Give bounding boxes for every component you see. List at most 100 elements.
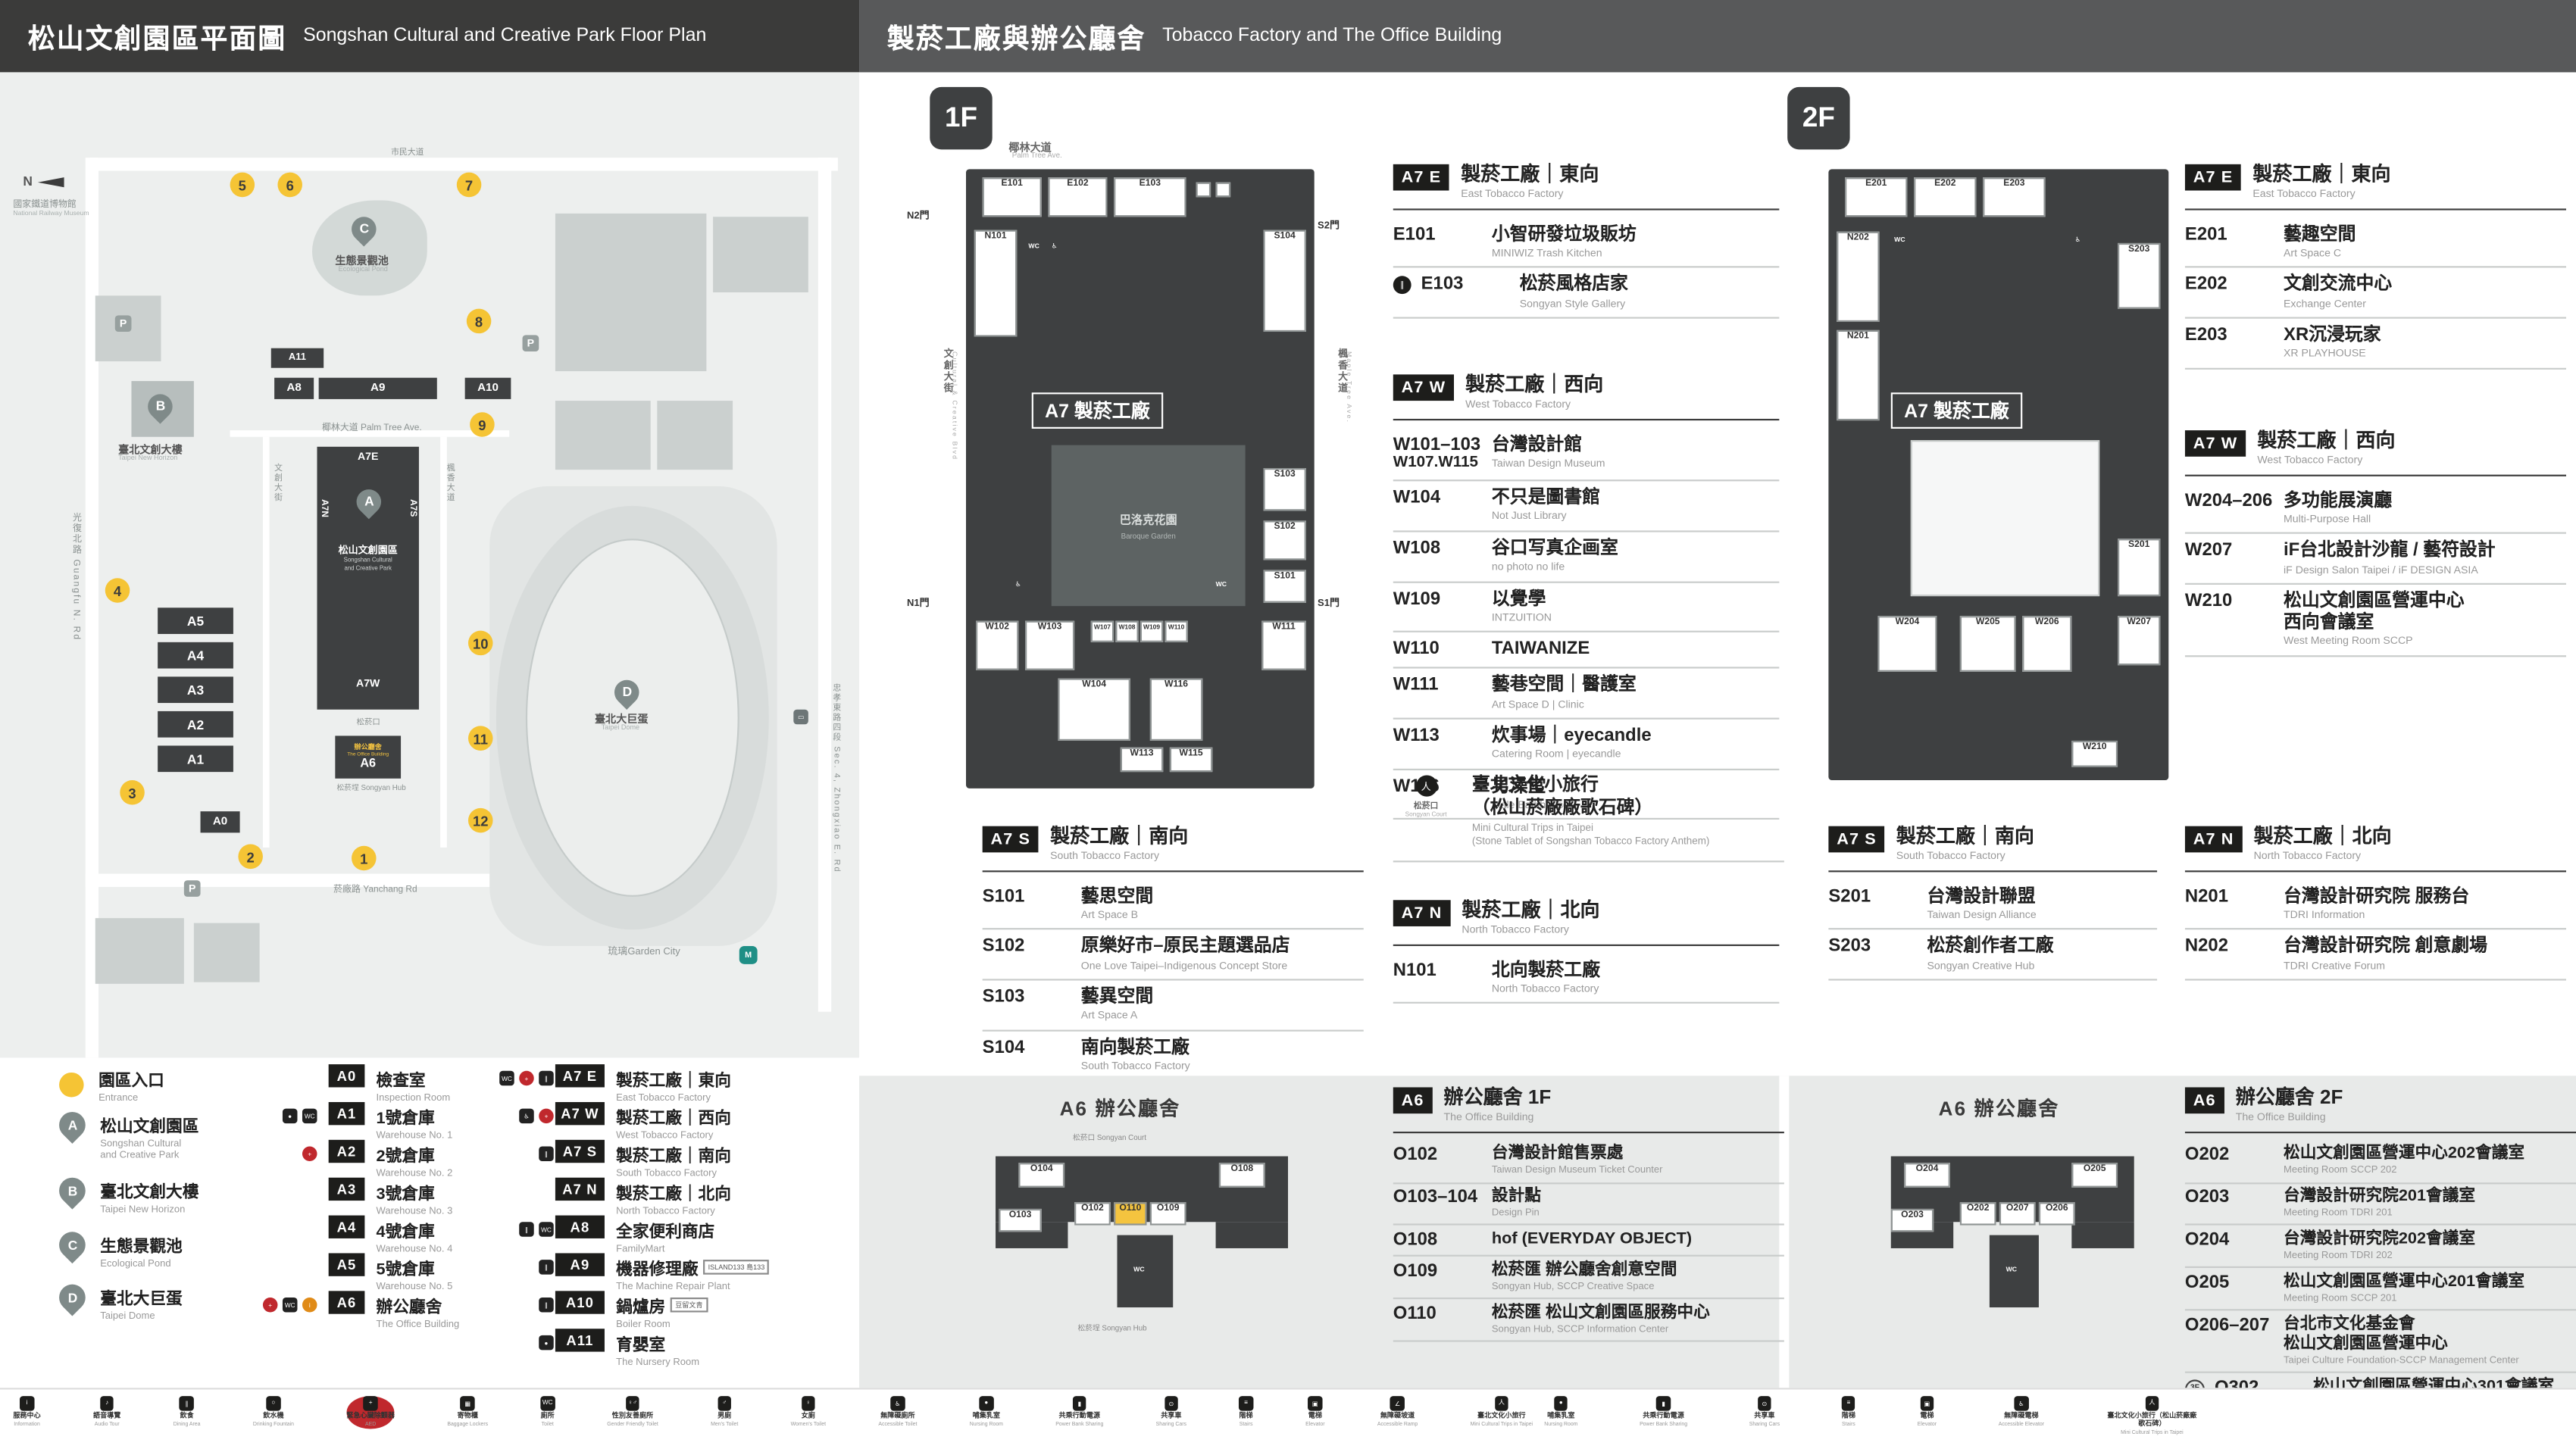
a7-factory-label: A7 製菸工廠 — [1031, 392, 1164, 429]
a7e-label: A7E — [357, 451, 379, 464]
facility-icon: ∠ — [1390, 1396, 1405, 1410]
city-block — [193, 923, 260, 982]
legend-place: B 臺北文創大樓 Taipei New Horizon — [53, 1172, 314, 1217]
legend-pin-icon: C — [53, 1226, 91, 1263]
a7w-label: A7W — [356, 678, 380, 690]
footer-item: ♂ 男廁 Men's Toilet — [711, 1396, 738, 1429]
street-name: 文創大街 — [272, 463, 283, 503]
gate-label: S1門 — [1318, 599, 1340, 610]
plan-facility-icon: WC — [1215, 579, 1227, 589]
left-title-en: Songshan Cultural and Creative Park Floo… — [303, 26, 707, 46]
facility-icon: ● — [1554, 1396, 1568, 1410]
room-box: O206 — [2038, 1202, 2075, 1226]
room-box: E203 — [1983, 177, 2046, 217]
park-building: A11 — [270, 348, 324, 368]
facility-icon: ● — [979, 1396, 994, 1410]
building-badge: A3 — [328, 1177, 365, 1201]
section-badge: A7 E — [1393, 164, 1450, 191]
songyan-court-note: 人 松菸口 Songyan Court 臺北文化小旅行 （松山菸廠廠歌石碑） M… — [1393, 775, 1784, 863]
room-box — [1196, 182, 1211, 198]
map-text: 琉璃Garden City — [608, 948, 680, 958]
map-text: Taipei Dome — [601, 723, 640, 731]
taipei-dome-inner — [525, 539, 739, 897]
section-title-en: West Tobacco Factory — [2257, 454, 2363, 467]
entrance-marker: 11 — [467, 726, 493, 751]
park-building: A0 — [200, 811, 240, 833]
entrance-marker: 7 — [456, 172, 482, 198]
section-title-en: East Tobacco Factory — [1461, 188, 1564, 200]
facility-icon: ♀ — [801, 1396, 816, 1410]
legend-col-a: A0 檢查室 Inspection Room A1 1號倉庫 Warehouse… — [328, 1064, 460, 1330]
city-block — [95, 918, 184, 984]
footer-item: ♿ 無障礙廁所 Accessible Toilet — [878, 1396, 917, 1429]
f1-east-list: A7 E 製菸工廠｜東向 East Tobacco Factory E101 小… — [1393, 162, 1780, 319]
room-row: O108 hof (EVERYDAY OBJECT) — [1393, 1226, 1784, 1257]
compass: N — [23, 174, 64, 189]
legend-entrance-zh: 園區入口 — [98, 1072, 164, 1091]
right-panel-header: 製菸工廠與辦公廳舍 Tobacco Factory and The Office… — [859, 0, 2576, 73]
entrance-marker: 3 — [120, 779, 145, 805]
room-box: W115 — [1169, 747, 1213, 773]
section-title-zh: 製菸工廠｜東向 — [1461, 162, 1599, 186]
entrance-marker: 12 — [467, 807, 493, 833]
section-badge: A6 — [2184, 1087, 2224, 1114]
park-building: A4 — [158, 642, 233, 669]
street-cultural-creative — [262, 436, 270, 848]
facility-icon: ≡ — [1239, 1396, 1253, 1410]
songyan-court-zh: 松菸口 — [1413, 801, 1439, 812]
map-text: 市民大道 — [391, 148, 424, 158]
entrance-marker: 4 — [105, 578, 130, 603]
building-badge: A6 — [328, 1291, 365, 1314]
facility-icon: + — [363, 1396, 378, 1410]
facility-icon: ∥ — [539, 1260, 554, 1275]
legend-row: A2 2號倉庫 Warehouse No. 2 — [328, 1139, 460, 1179]
facility-icon: ♪ — [99, 1396, 114, 1410]
building-badge: A4 — [328, 1215, 365, 1238]
street-name: 楓香大道 — [445, 463, 455, 503]
room-box: S203 — [2118, 242, 2161, 309]
songyan-court-caption: 松菸口 Songyan Court — [1072, 1133, 1147, 1142]
section-title-zh: 製菸工廠｜西向 — [2257, 428, 2396, 452]
building-badge: A0 — [328, 1064, 365, 1088]
street-left-zh: 文創大街 — [941, 348, 952, 395]
baroque-garden: 巴洛克花園 Baroque Garden — [1051, 445, 1246, 607]
section-title-zh: 製菸工廠｜北向 — [1462, 898, 1600, 922]
room-box: W205 — [1959, 616, 2016, 672]
facility-icon: ♿ — [2014, 1396, 2029, 1410]
room-box: W104 — [1058, 678, 1130, 741]
facility-icon: ∥ — [539, 1070, 554, 1086]
f1-west-list: A7 W 製菸工廠｜西向 West Tobacco Factory W101–1… — [1393, 373, 1780, 820]
facility-icon: WC — [499, 1070, 514, 1086]
facility-icon: + — [519, 1070, 534, 1086]
floor-1f-badge: 1F — [930, 86, 993, 150]
a7n-label: A7N — [318, 499, 329, 518]
section-title-zh: 辦公廳舍 1F — [1443, 1085, 1552, 1109]
footer-item: ▮ 共乘行動電源 Power Bank Sharing — [1055, 1396, 1103, 1429]
map-text: Ecological Pond — [338, 264, 388, 273]
building-badge: A7 N — [555, 1177, 605, 1201]
compass-n: N — [23, 173, 33, 189]
facility-icon: i — [302, 1298, 317, 1313]
facility-icon: + — [302, 1146, 317, 1162]
room-box: E201 — [1845, 177, 1908, 217]
facility-icon: i — [20, 1396, 34, 1410]
street-maple — [440, 436, 447, 848]
a6-en: The Office Building — [347, 749, 389, 757]
section-title-en: North Tobacco Factory — [1462, 924, 1569, 936]
section-title-en: The Office Building — [1443, 1111, 1534, 1123]
section-badge: A7 S — [1828, 826, 1885, 853]
legend-row: A7 S 製菸工廠｜南向 South Tobacco Factory — [555, 1139, 770, 1179]
entrance-marker: 6 — [277, 172, 302, 198]
section-title-zh: 製菸工廠｜西向 — [1465, 373, 1604, 396]
street-palm-tree — [230, 430, 510, 437]
f2-south-list: A7 S 製菸工廠｜南向 South Tobacco Factory S201 … — [1828, 825, 2158, 981]
